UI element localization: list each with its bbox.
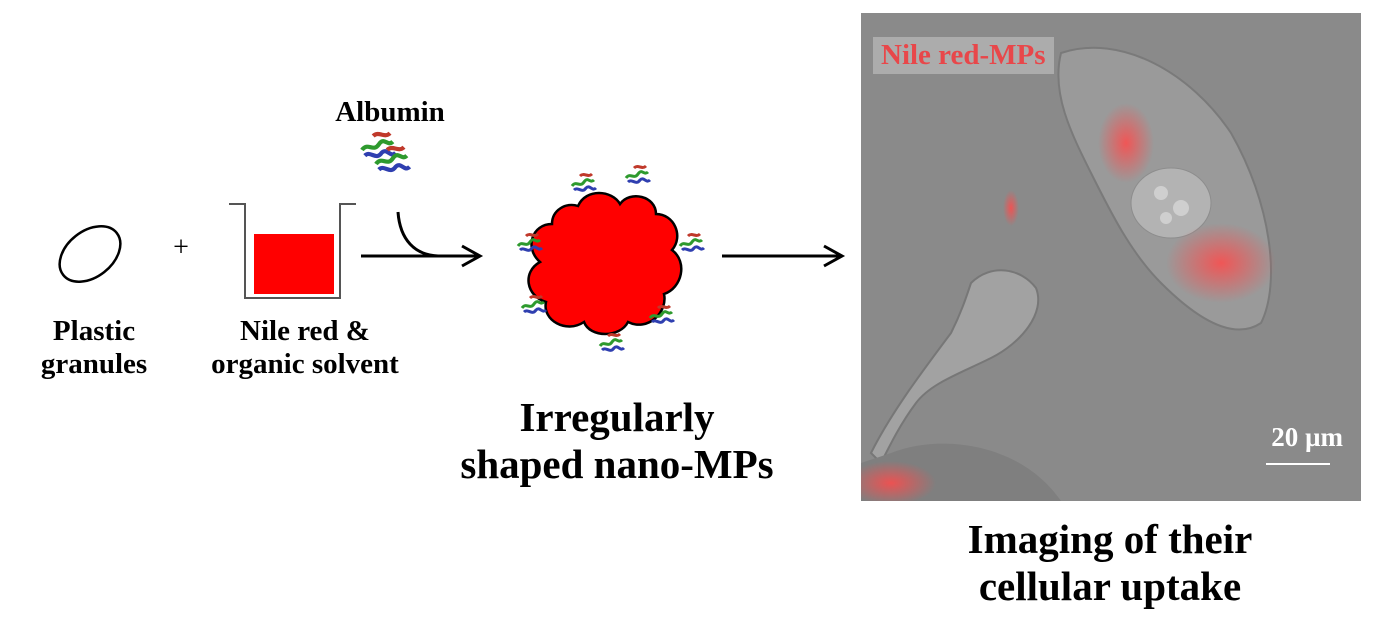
micrograph-image	[861, 13, 1361, 501]
irregular-nano-mps-label: Irregularly shaped nano-MPs	[460, 394, 774, 488]
nile-red-mps-label: Nile red-MPs	[873, 37, 1054, 74]
reaction-arrow-1	[361, 244, 484, 268]
scale-bar-label: 20 µm	[1271, 422, 1343, 452]
albumin-label: Albumin	[335, 96, 445, 128]
plastic-granules-label: Plastic granules	[40, 315, 148, 381]
plastic-granule-icon	[58, 225, 122, 283]
nile-red-solvent-label: Nile red & organic solvent	[211, 315, 399, 381]
nano-mp-particle-icon	[516, 164, 706, 352]
albumin-curve-arrow	[396, 211, 439, 258]
beaker-icon	[229, 203, 356, 299]
cell-micrograph: Nile red-MPs 20 µm	[861, 13, 1361, 501]
reaction-arrow-2	[722, 244, 846, 268]
albumin-protein-icon	[362, 133, 410, 170]
imaging-uptake-label: Imaging of their cellular uptake	[967, 516, 1253, 610]
plus-sign: +	[173, 232, 189, 263]
scale-bar	[1266, 463, 1330, 465]
